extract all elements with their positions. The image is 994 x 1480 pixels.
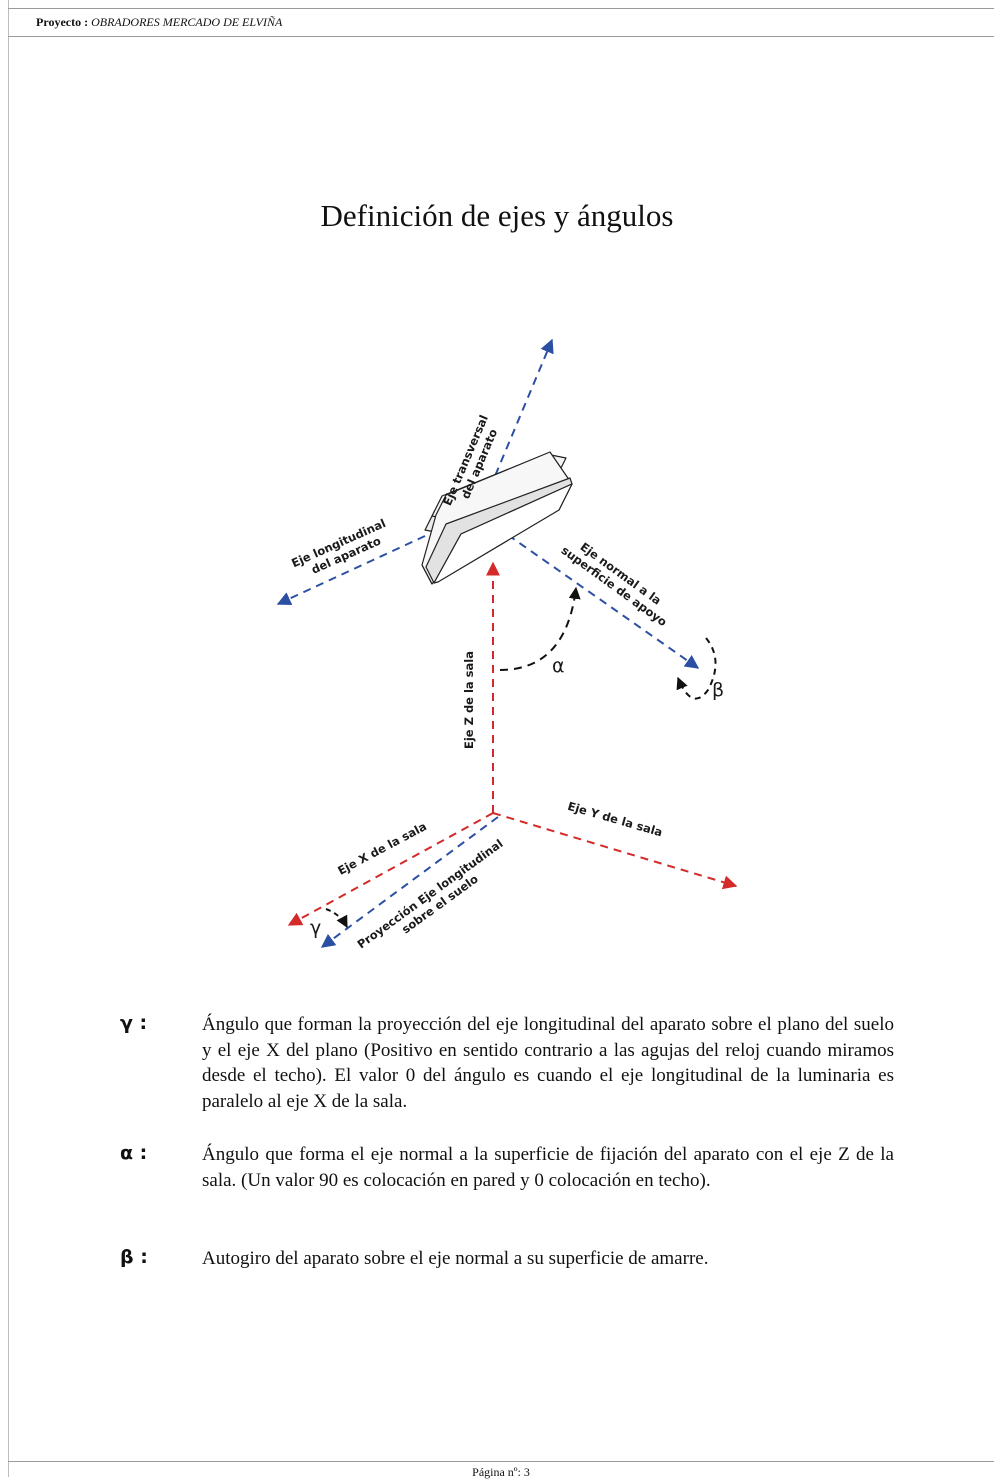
x-axis-line xyxy=(287,812,494,926)
definition-text: Ángulo que forma el eje normal a la supe… xyxy=(202,1144,894,1191)
project-name: OBRADORES MERCADO DE ELVIÑA xyxy=(91,15,283,29)
project-label: Proyecto : xyxy=(36,15,89,29)
svg-text:Eje normal a la superfic: Eje normal a la superficie de apoyo xyxy=(559,532,678,629)
definition-symbol: β : xyxy=(120,1246,148,1268)
projection-axis-line xyxy=(320,816,499,948)
normal-axis-line xyxy=(507,534,700,669)
axes-diagram: Eje transversal del aparato Eje longitud… xyxy=(0,320,994,960)
page-border-left xyxy=(8,0,9,1477)
project-line: Proyecto : OBRADORES MERCADO DE ELVIÑA xyxy=(36,15,282,30)
beta-arc xyxy=(676,637,717,700)
label-x-axis: Eje X de la sala xyxy=(335,819,429,878)
luminaire-device xyxy=(421,451,573,585)
definition-text: Ángulo que forman la proyección del eje … xyxy=(202,1014,894,1112)
label-normal-2: superficie de apoyo xyxy=(559,543,670,629)
y-axis-line xyxy=(492,812,738,890)
page-number: Página nº: 3 xyxy=(472,1465,530,1479)
definition-text: Autogiro del aparato sobre el eje normal… xyxy=(202,1248,709,1269)
transversal-axis-line xyxy=(489,338,554,489)
label-y-axis: Eje Y de la sala xyxy=(566,799,664,839)
page-title: Definición de ejes y ángulos xyxy=(320,198,674,233)
axes-diagram-svg: Eje transversal del aparato Eje longitud… xyxy=(276,338,738,951)
definition-symbol: α : xyxy=(120,1142,148,1164)
page-footer: Página nº: 3 xyxy=(8,1461,994,1479)
alpha-arc xyxy=(499,586,581,671)
label-z-axis: Eje Z de la sala xyxy=(462,651,476,749)
definition-symbol: γ : xyxy=(120,1012,148,1034)
gamma-arc xyxy=(325,908,348,929)
page-header: Proyecto : OBRADORES MERCADO DE ELVIÑA xyxy=(8,8,994,37)
beta-symbol: β xyxy=(712,679,724,701)
alpha-symbol: α xyxy=(552,655,565,677)
svg-text:Eje longitudinal del apa: Eje longitudinal del aparato xyxy=(289,514,397,583)
gamma-symbol: γ xyxy=(310,917,321,939)
